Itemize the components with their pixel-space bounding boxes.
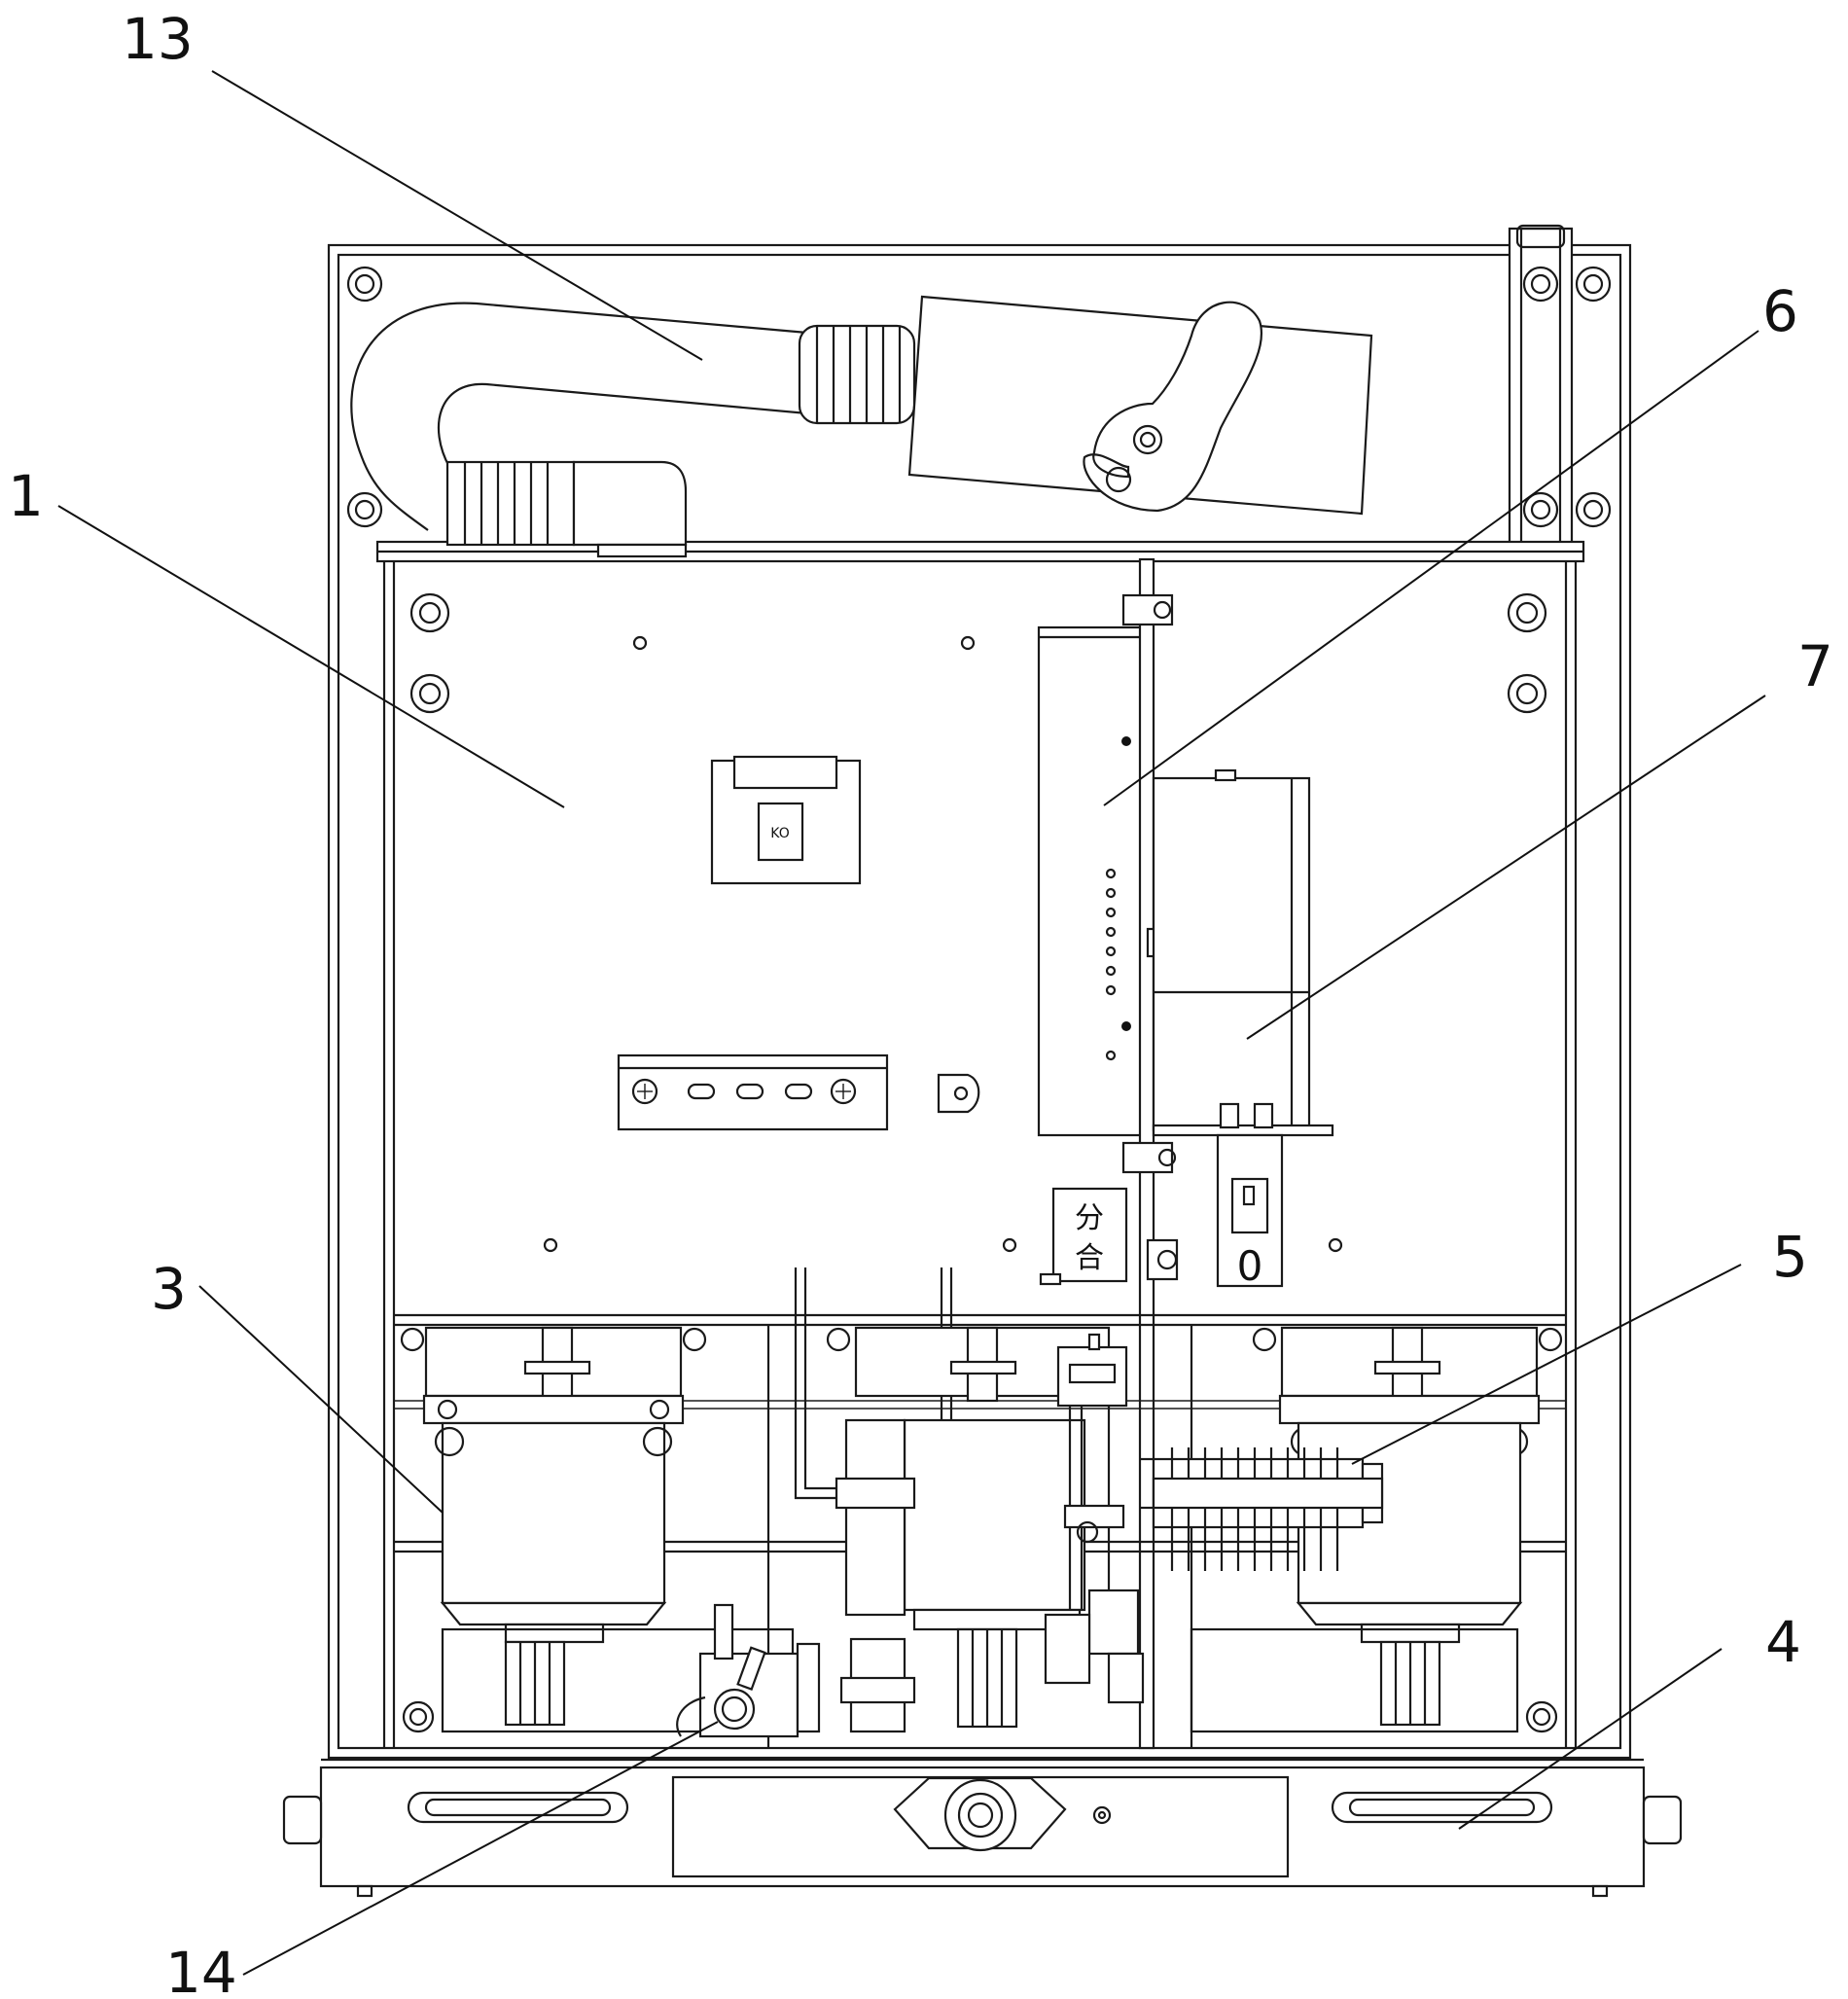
- switch-off-label: 0: [1237, 1242, 1263, 1290]
- callout-14: 14: [165, 1940, 237, 1999]
- pole-unit-3-left: [422, 1326, 795, 1733]
- chassis-base-4: [282, 1758, 1683, 1898]
- callout-5: 5: [1772, 1224, 1808, 1290]
- position-indicator: 分 合: [1039, 1187, 1128, 1286]
- auxiliary-box-6: [1037, 557, 1179, 1750]
- callout-4: 4: [1765, 1609, 1801, 1675]
- indicator-open-label: 分: [1075, 1201, 1104, 1235]
- callout-13: 13: [122, 6, 194, 72]
- callout-6: 6: [1762, 278, 1798, 344]
- callout-1: 1: [8, 463, 44, 529]
- counter-linkage: [1044, 1333, 1154, 1704]
- frame-bolts: [346, 266, 1612, 1733]
- ko-tag-label: KO: [770, 826, 789, 841]
- relay-7: 0: [1152, 768, 1334, 1290]
- terminal-block-5: [1152, 1447, 1384, 1571]
- callout-labels: 13 1 6 7 3 5 4 14: [8, 6, 1833, 1999]
- leader-lines: [57, 70, 1766, 1976]
- main-panel-1: KO: [409, 592, 1547, 1253]
- cable-assembly-13: [350, 295, 1373, 558]
- callout-3: 3: [151, 1256, 187, 1322]
- indicator-close-label: 合: [1075, 1241, 1104, 1275]
- callout-7: 7: [1797, 633, 1833, 699]
- panel-nuts: [409, 592, 1547, 714]
